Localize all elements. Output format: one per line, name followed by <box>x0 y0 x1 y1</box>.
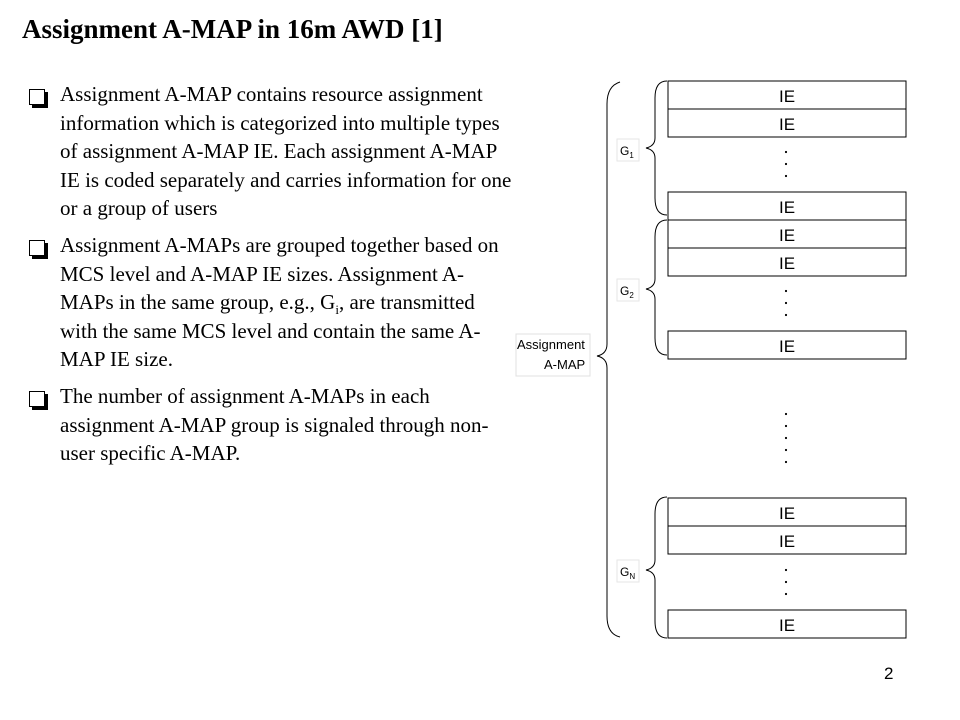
root-label-line2: A-MAP <box>544 357 585 372</box>
bullet-text-part: , are transmitted with the same MCS leve… <box>60 290 481 372</box>
ie-label: IE <box>779 616 795 635</box>
slide-title: Assignment A-MAP in 16m AWD [1] <box>22 14 443 44</box>
ie-box: IE <box>667 247 907 277</box>
bullet-text: The number of assignment A-MAPs in each … <box>60 383 489 466</box>
group-label-g2: G2 <box>616 278 640 302</box>
ie-box: IE <box>667 191 907 221</box>
page-number: 2 <box>884 664 894 683</box>
outer-brace <box>596 81 621 638</box>
root-label-line1: Assignment <box>517 337 585 352</box>
square-bullet-icon <box>29 239 45 256</box>
ie-box: IE <box>667 330 907 360</box>
ie-label: IE <box>779 226 795 245</box>
bullet-text-part: Assignment A-MAPs are grouped together b… <box>60 232 499 315</box>
assignment-amap-diagram: Assignment A-MAP G1 G2 GN IE IE IE IE IE <box>515 80 907 639</box>
ie-box: IE <box>667 525 907 555</box>
bullet-item: The number of assignment A-MAPs in each … <box>26 382 512 468</box>
group-label-sub: 2 <box>629 291 634 300</box>
ellipsis-dots-g1 <box>784 150 788 178</box>
root-label-box <box>515 333 591 377</box>
ie-label: IE <box>779 504 795 523</box>
group-subscript: i <box>335 302 339 318</box>
ie-label: IE <box>779 198 795 217</box>
square-bullet-icon <box>29 89 45 105</box>
ie-box: IE <box>667 219 907 249</box>
ie-label: IE <box>779 532 795 551</box>
square-bullet-icon <box>29 390 45 407</box>
bullet-text: Assignment A-MAP contains resource assig… <box>60 82 512 221</box>
group-label-sub: N <box>629 572 635 581</box>
ellipsis-dots-between-groups <box>784 412 788 464</box>
ie-box: IE <box>667 497 907 527</box>
group-label-gn: GN <box>616 559 640 583</box>
svg-text:G1: G1 <box>620 144 634 160</box>
group-brace-g1 <box>645 80 668 216</box>
bullet-list: Assignment A-MAP contains resource assig… <box>26 80 512 476</box>
group-brace-g2 <box>645 219 668 356</box>
ie-box: IE <box>667 80 907 110</box>
ie-label: IE <box>779 254 795 273</box>
ellipsis-dots-gn <box>784 568 788 596</box>
ie-label: IE <box>779 337 795 356</box>
ie-label: IE <box>779 115 795 134</box>
ie-box: IE <box>667 609 907 639</box>
svg-text:G2: G2 <box>620 284 634 300</box>
group-label-name: G <box>620 565 629 579</box>
group-label-sub: 1 <box>629 151 634 160</box>
group-brace-gn <box>645 496 668 639</box>
svg-text:GN: GN <box>620 565 635 581</box>
ie-label: IE <box>779 87 795 106</box>
bullet-text: Assignment A-MAPs are grouped together b… <box>60 233 499 371</box>
ie-box: IE <box>667 108 907 138</box>
group-label-name: G <box>620 284 629 298</box>
group-label-g1: G1 <box>616 138 640 162</box>
group-label-name: G <box>620 144 629 158</box>
ellipsis-dots-g2 <box>784 289 788 317</box>
bullet-item: Assignment A-MAPs are grouped together b… <box>26 231 512 374</box>
bullet-item: Assignment A-MAP contains resource assig… <box>26 80 512 223</box>
